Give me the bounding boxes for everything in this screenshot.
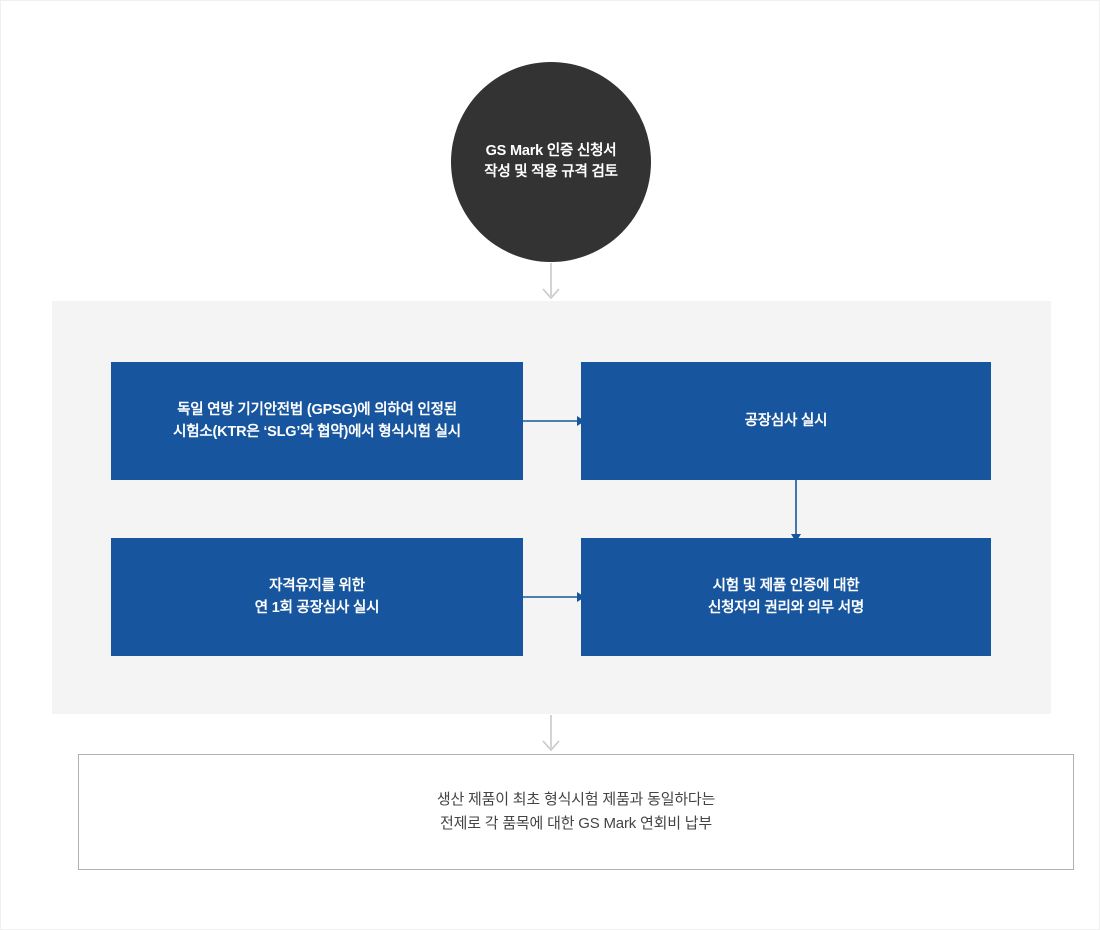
footer-box-annual-fee-label: 생산 제품이 최초 형식시험 제품과 동일하다는 전제로 각 품목에 대한 GS… (436, 791, 716, 832)
arrow-circle-to-panel (536, 263, 566, 303)
process-box-rights-obligations-label: 시험 및 제품 인증에 대한 신청자의 권리와 의무 서명 (707, 577, 865, 616)
process-box-factory-audit: 공장심사 실시 (581, 362, 991, 480)
process-box-factory-audit-label: 공장심사 실시 (744, 412, 828, 429)
process-box-type-test: 독일 연방 기기안전법 (GPSG)에 의하여 인정된 시험소(KTR은 ‘SL… (111, 362, 523, 480)
process-box-annual-audit: 자격유지를 위한 연 1회 공장심사 실시 (111, 538, 523, 656)
process-box-annual-audit-label: 자격유지를 위한 연 1회 공장심사 실시 (254, 577, 380, 616)
arrow-panel-to-footer (536, 715, 566, 755)
process-node-application-label: GS Mark 인증 신청서 작성 및 적용 규격 검토 (484, 142, 618, 180)
process-node-application: GS Mark 인증 신청서 작성 및 적용 규격 검토 (451, 62, 651, 262)
process-box-rights-obligations: 시험 및 제품 인증에 대한 신청자의 권리와 의무 서명 (581, 538, 991, 656)
arrow-box-a-to-box-b (521, 409, 585, 433)
process-box-type-test-label: 독일 연방 기기안전법 (GPSG)에 의하여 인정된 시험소(KTR은 ‘SL… (173, 401, 461, 440)
arrow-box-b-to-box-d (784, 478, 808, 542)
arrow-box-c-to-box-d (521, 585, 585, 609)
footer-box-annual-fee: 생산 제품이 최초 형식시험 제품과 동일하다는 전제로 각 품목에 대한 GS… (78, 754, 1074, 870)
